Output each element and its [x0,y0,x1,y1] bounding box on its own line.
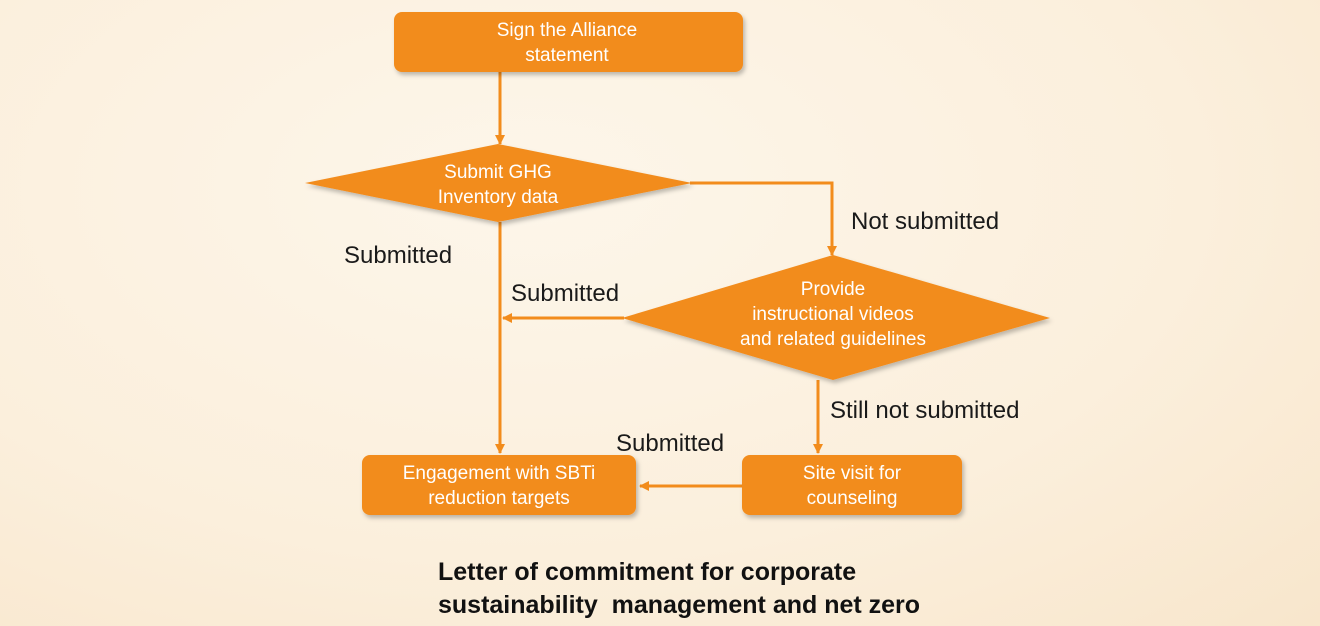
node-submit-ghg-line-2: Inventory data [438,187,559,208]
edge-label-not-submitted: Not submitted [851,208,999,235]
node-site-visit-line-1: Site visit for [803,463,902,484]
caption-line-2: sustainability management and net zero [438,591,921,619]
edge-label-submitted-left: Submitted [344,242,452,269]
node-provide-guidelines [622,255,1050,380]
edge-label-submitted-bottom: Submitted [616,430,724,457]
edge-submit-to-provide [690,181,837,256]
node-site-visit-line-2: counseling [807,488,898,509]
caption: Letter of commitment for corporate susta… [438,556,920,622]
node-provide-line-3: and related guidelines [740,329,926,350]
node-submit-ghg [305,144,692,222]
node-sign-alliance-line-2: statement [525,45,609,66]
node-submit-ghg-line-1: Submit GHG [444,162,552,183]
node-provide-line-2: instructional videos [752,304,914,325]
edge-label-submitted-mid: Submitted [511,280,619,307]
node-sign-alliance-line-1: Sign the Alliance [497,20,638,41]
node-provide-line-1: Provide [801,279,865,300]
node-engagement-line-1: Engagement with SBTi [403,463,596,484]
caption-line-1: Letter of commitment for corporate [438,558,857,586]
node-site-visit [742,455,962,515]
node-sign-alliance [394,12,743,72]
edge-label-still-not-submitted: Still not submitted [830,397,1019,424]
node-engagement-line-2: reduction targets [428,488,570,509]
node-engagement-sbti [362,455,636,515]
